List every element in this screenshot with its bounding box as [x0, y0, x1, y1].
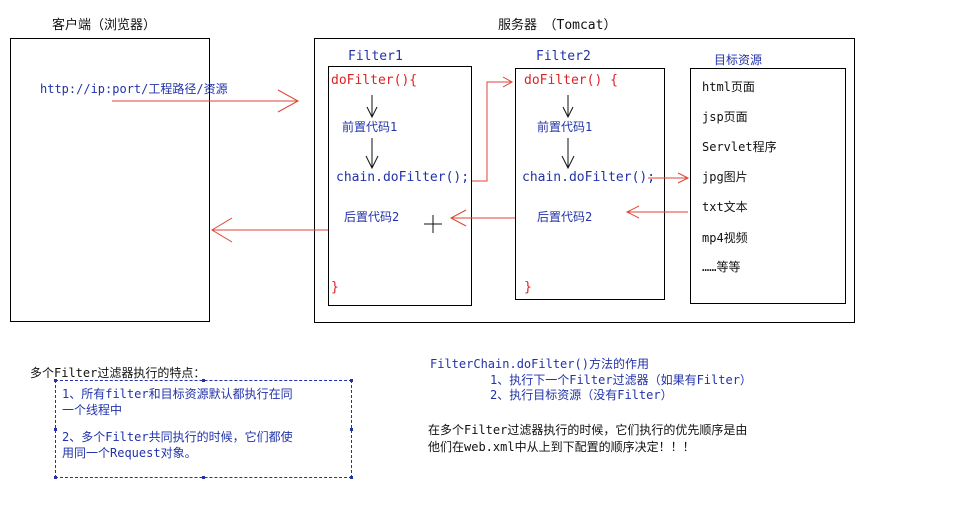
filter2-title: Filter2 — [536, 49, 591, 64]
arrow-filter1-down-2 — [365, 138, 379, 170]
filter2-dofilter-open: doFilter() { — [524, 73, 618, 88]
selection-handle — [350, 428, 353, 431]
client-box — [10, 38, 210, 322]
chain-title: FilterChain.doFilter()方法的作用 — [430, 357, 649, 371]
filter1-pre-code: 前置代码1 — [342, 120, 398, 134]
target-item-servlet: Servlet程序 — [702, 140, 777, 154]
feature1-line1: 1、所有filter和目标资源默认都执行在同 — [62, 387, 293, 401]
client-url: http://ip:port/工程路径/资源 — [40, 82, 228, 96]
target-item-mp4: mp4视频 — [702, 231, 748, 245]
arrow-client-to-filter1 — [112, 89, 300, 113]
client-title: 客户端（浏览器） — [52, 18, 157, 33]
target-item-html: html页面 — [702, 80, 755, 94]
target-title: 目标资源 — [714, 53, 763, 67]
filter1-chain-call: chain.doFilter(); — [336, 170, 470, 185]
server-box — [314, 38, 855, 323]
order-line2: 他们在web.xml中从上到下配置的顺序决定！！！ — [428, 440, 695, 454]
selection-handle — [350, 476, 353, 479]
arrow-filter1-down-1 — [366, 95, 378, 119]
filter1-title: Filter1 — [348, 49, 403, 64]
feature2-line1: 2、多个Filter共同执行的时候，它们都使 — [62, 430, 293, 444]
chain-item2: 2、执行目标资源（没有Filter） — [490, 388, 673, 402]
arrow-filter2-to-filter1 — [449, 209, 515, 227]
arrow-target-to-filter2 — [625, 205, 688, 219]
filter2-post-code: 后置代码2 — [537, 210, 593, 224]
target-item-jpg: jpg图片 — [702, 170, 748, 184]
filter1-post-code: 后置代码2 — [344, 210, 400, 224]
arrow-filter2-down-1 — [562, 95, 574, 119]
selection-handle — [202, 379, 205, 382]
server-title: 服务器 （Tomcat） — [498, 18, 617, 33]
selection-handle — [350, 379, 353, 382]
arrow-filter1-to-filter2 — [472, 76, 514, 182]
filter2-pre-code: 前置代码1 — [537, 120, 593, 134]
selection-handle — [54, 379, 57, 382]
selection-handle — [54, 428, 57, 431]
filter2-close-brace: } — [524, 280, 532, 295]
filter1-dofilter-open: doFilter(){ — [331, 73, 418, 88]
filter1-box — [328, 66, 472, 306]
arrow-filter2-to-target — [648, 172, 690, 184]
filter2-box — [515, 68, 665, 300]
filter2-chain-call: chain.doFilter(); — [522, 170, 656, 185]
target-item-jsp: jsp页面 — [702, 110, 748, 124]
arrow-filter1-to-client — [211, 217, 328, 243]
selection-handle — [202, 476, 205, 479]
features-title: 多个Filter过滤器执行的特点： — [30, 366, 206, 380]
selection-handle — [54, 476, 57, 479]
arrow-filter2-down-2 — [561, 138, 575, 170]
feature1-line2: 一个线程中 — [62, 403, 123, 417]
filter1-close-brace: } — [331, 280, 339, 295]
target-item-txt: txt文本 — [702, 200, 748, 214]
crosshair-cursor-icon — [424, 215, 442, 233]
target-box — [690, 68, 846, 304]
order-line1: 在多个Filter过滤器执行的时候，它们执行的优先顺序是由 — [428, 423, 748, 437]
feature2-line2: 用同一个Request对象。 — [62, 446, 197, 460]
chain-item1: 1、执行下一个Filter过滤器（如果有Filter） — [490, 373, 752, 387]
target-item-etc: ……等等 — [702, 260, 741, 274]
